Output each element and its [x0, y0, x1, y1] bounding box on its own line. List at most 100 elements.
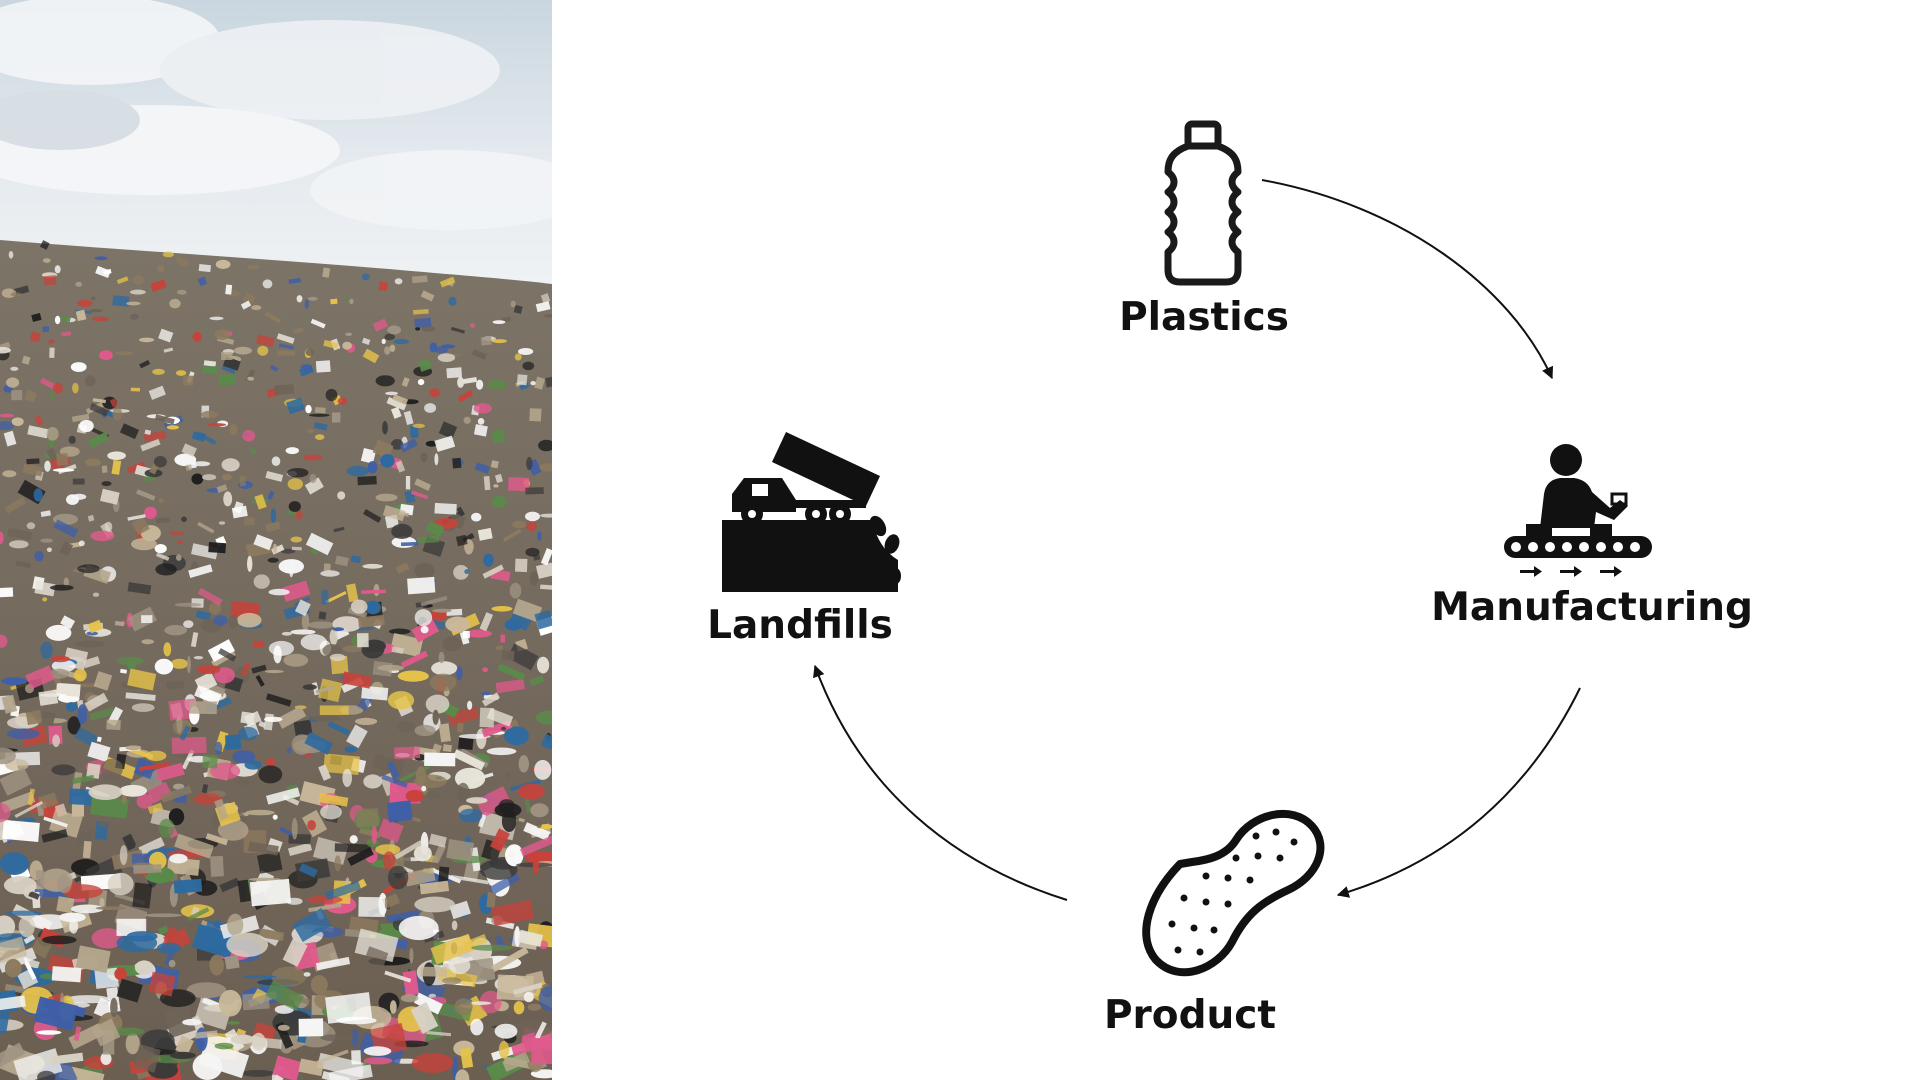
trash-piece: [447, 706, 480, 726]
trash-piece: [527, 1003, 542, 1011]
trash-piece: [33, 488, 43, 502]
trash-piece: [214, 329, 230, 341]
trash-piece: [420, 625, 429, 634]
trash-piece: [34, 551, 44, 562]
trash-piece: [219, 877, 240, 893]
trash-piece: [185, 464, 192, 471]
trash-piece: [115, 351, 134, 356]
trash-piece: [26, 522, 36, 530]
trash-piece: [404, 861, 441, 869]
trash-piece: [532, 853, 540, 875]
trash-piece: [146, 781, 173, 804]
trash-piece: [417, 535, 440, 544]
trash-piece: [218, 521, 226, 525]
trash-piece: [166, 680, 185, 691]
trash-piece: [395, 460, 406, 473]
trash-piece: [240, 300, 252, 310]
trash-piece: [23, 934, 36, 945]
trash-piece: [65, 995, 110, 1004]
trash-piece: [52, 734, 60, 748]
trash-piece: [467, 700, 473, 711]
trash-piece: [437, 353, 456, 362]
trash-piece: [75, 281, 82, 287]
trash-piece: [96, 736, 102, 743]
trash-piece: [473, 403, 492, 414]
trash-piece: [276, 333, 295, 344]
trash-piece: [351, 1050, 362, 1065]
trash-piece: [56, 896, 75, 914]
trash-piece: [253, 574, 270, 589]
trash-piece: [318, 764, 332, 781]
trash-piece: [226, 1021, 241, 1025]
trash-piece: [250, 448, 257, 455]
trash-piece: [249, 878, 292, 907]
trash-piece: [164, 625, 187, 636]
trash-piece: [228, 615, 238, 629]
trash-piece: [357, 475, 377, 486]
trash-piece: [56, 453, 69, 466]
trash-piece: [43, 816, 68, 828]
trash-piece: [292, 327, 304, 334]
trash-piece: [144, 506, 157, 519]
trash-piece: [264, 311, 282, 324]
trash-piece: [92, 316, 110, 322]
trash-piece: [438, 651, 445, 664]
trash-piece: [454, 998, 473, 1016]
trash-piece: [7, 528, 33, 541]
trash-piece: [278, 559, 304, 574]
trash-piece: [188, 564, 213, 578]
trash-piece: [429, 673, 457, 692]
trash-piece: [466, 797, 488, 804]
trash-piece: [517, 929, 543, 947]
label-landfills: Landfills: [707, 603, 893, 648]
landfill-photo: [0, 0, 552, 1080]
trash-piece: [247, 376, 255, 381]
trash-piece: [298, 863, 318, 878]
trash-piece: [191, 473, 204, 485]
trash-piece: [136, 489, 156, 501]
trash-piece: [375, 844, 401, 855]
trash-piece: [155, 563, 177, 576]
trash-piece: [75, 945, 111, 973]
trash-piece: [477, 418, 485, 425]
trash-piece: [324, 880, 362, 901]
trash-piece: [276, 705, 307, 729]
trash-piece: [414, 562, 435, 579]
trash-piece: [281, 580, 311, 602]
trash-piece: [423, 930, 445, 943]
trash-piece: [360, 447, 377, 464]
trash-piece: [404, 867, 436, 887]
trash-piece: [529, 675, 545, 687]
trash-piece: [49, 347, 55, 358]
trash-piece: [298, 1018, 324, 1037]
trash-piece: [351, 1028, 360, 1048]
trash-piece: [300, 634, 327, 651]
trash-piece: [296, 295, 303, 303]
trash-piece: [290, 629, 316, 635]
trash-piece: [193, 656, 204, 660]
trash-piece: [514, 353, 522, 361]
trash-piece: [425, 440, 438, 447]
trash-piece: [49, 668, 70, 679]
trash-piece: [25, 665, 55, 690]
trash-piece: [0, 767, 32, 796]
trash-piece: [431, 843, 447, 865]
trash-piece: [291, 817, 298, 840]
trash-piece: [138, 837, 165, 856]
trash-piece: [292, 908, 332, 942]
trash-piece: [141, 615, 153, 624]
trash-piece: [209, 316, 224, 321]
trash-piece: [321, 590, 329, 605]
trash-piece: [72, 382, 79, 394]
trash-piece: [34, 581, 56, 597]
trash-piece: [413, 992, 443, 1015]
trash-piece: [136, 793, 153, 809]
trash-piece: [526, 521, 537, 532]
trash-piece: [540, 548, 552, 566]
trash-piece: [218, 648, 237, 662]
trash-piece: [240, 662, 251, 677]
trash-piece: [448, 296, 457, 306]
trash-piece: [539, 463, 552, 472]
trash-piece: [522, 361, 535, 371]
